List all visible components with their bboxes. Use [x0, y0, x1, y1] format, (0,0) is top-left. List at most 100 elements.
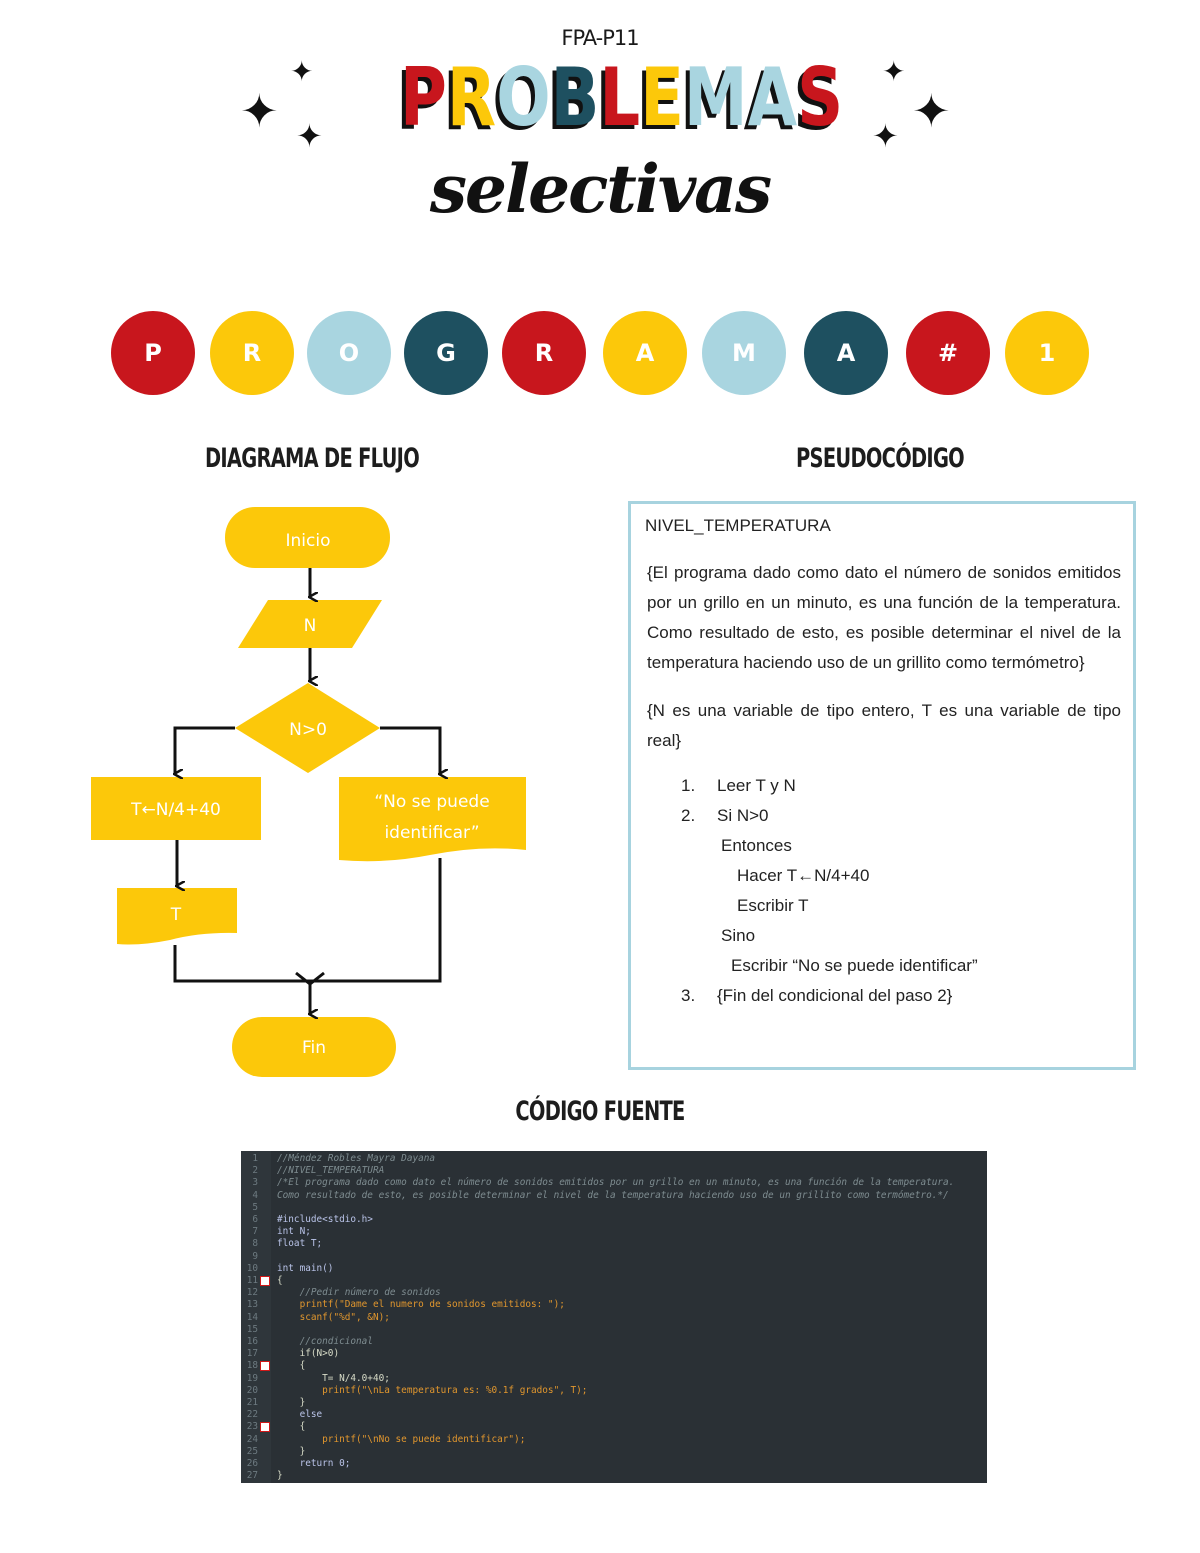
badge-letter: A — [836, 339, 856, 367]
badge-letter: A — [635, 339, 655, 367]
code-line: 14 scanf("%d", &N); — [241, 1312, 987, 1324]
code-line: 27} — [241, 1470, 987, 1482]
line-number: 27 — [246, 1470, 258, 1482]
code-text: printf("\nNo se puede identificar"); — [277, 1433, 526, 1445]
decision-diamond — [235, 683, 380, 773]
code-line: 19 T= N/4.0+40; — [241, 1373, 987, 1385]
logo-letter: M — [683, 51, 748, 144]
line-number: 12 — [246, 1287, 258, 1299]
else-output-label-1: “No se puede — [374, 792, 489, 812]
logo-letter: O — [496, 51, 551, 144]
code-text: else — [277, 1409, 323, 1421]
step-row: Hacer T←N/4+40 — [631, 862, 1133, 892]
code-text: float T; — [277, 1238, 323, 1250]
code-text: printf("\nLa temperatura es: %0.1f grado… — [277, 1384, 588, 1396]
pseudocode-title: PSEUDOCÓDIGO — [796, 443, 965, 474]
badge-letter: R — [242, 339, 262, 367]
line-number: 15 — [246, 1323, 258, 1335]
step-text: {Fin del condicional del paso 2} — [717, 986, 953, 1005]
code-text: //Pedir número de sonidos — [277, 1287, 441, 1299]
logo-letter: B — [550, 51, 600, 144]
program-badge: # — [906, 311, 990, 395]
algorithm-description: {El programa dado como dato el número de… — [647, 563, 1121, 672]
line-number: 16 — [246, 1336, 258, 1347]
line-number: 5 — [252, 1201, 258, 1213]
step-row: 2. Si N>0 — [631, 802, 1133, 832]
line-number: 7 — [252, 1226, 258, 1238]
code-text: } — [277, 1445, 306, 1457]
code-text: //NIVEL_TEMPERATURA — [277, 1165, 385, 1177]
end-label: Fin — [302, 1038, 326, 1058]
line-number: 11 — [246, 1275, 258, 1286]
badge-letter: O — [338, 339, 360, 367]
step-text: Escribir “No se puede identificar” — [731, 956, 978, 975]
code-line: 2//NIVEL_TEMPERATURA — [241, 1165, 987, 1177]
badge-letter: R — [534, 339, 554, 367]
logo-letter: A — [747, 51, 798, 144]
code-text: { — [277, 1275, 283, 1286]
line-number: 1 — [252, 1153, 258, 1164]
code-line: 17 if(N>0) — [241, 1348, 987, 1360]
line-number: 3 — [252, 1177, 258, 1189]
flowchart: Inicio N N>0 T←N/4+40 “No se puede ident… — [91, 507, 526, 1077]
code-text: scanf("%d", &N); — [277, 1311, 390, 1323]
fold-marker-icon[interactable] — [260, 1276, 270, 1286]
program-badge: A — [804, 311, 888, 395]
code-text: T= N/4.0+40; — [277, 1372, 390, 1384]
step-text: Sino — [721, 926, 756, 945]
code-line: 15 — [241, 1324, 987, 1336]
code-text: //condicional — [277, 1336, 373, 1347]
fold-marker-icon[interactable] — [260, 1361, 270, 1372]
start-terminal — [225, 507, 390, 568]
program-badge: G — [404, 311, 488, 395]
program-badge: A — [603, 311, 687, 395]
algorithm-name: NIVEL_TEMPERATURA — [645, 516, 831, 535]
badge-letter: G — [436, 339, 456, 367]
line-number: 23 — [246, 1421, 258, 1433]
code-text: if(N>0) — [277, 1348, 340, 1360]
program-badge: R — [210, 311, 294, 395]
output-document — [117, 888, 237, 945]
code-line: 21 } — [241, 1397, 987, 1409]
logo-letter: S — [797, 51, 844, 144]
badge-letter: 1 — [1038, 339, 1056, 367]
line-number: 25 — [246, 1445, 258, 1457]
document-code: FPA-P11 — [561, 26, 639, 50]
input-parallelogram — [238, 600, 382, 648]
step-text: Hacer T←N/4+40 — [737, 866, 870, 885]
else-output-label-2: identificar” — [384, 823, 479, 843]
sparkle-icon: ✦ — [872, 118, 899, 154]
line-number: 26 — [246, 1458, 258, 1469]
code-line: 3 /*El programa dado como dato el número … — [241, 1177, 987, 1189]
code-text: /*El programa dado como dato el número d… — [277, 1177, 955, 1189]
code-line: 16 //condicional — [241, 1336, 987, 1348]
step-number: 2. — [681, 806, 696, 825]
code-line: 1//Méndez Robles Mayra Dayana — [241, 1153, 987, 1165]
fold-marker-icon[interactable] — [260, 1422, 270, 1433]
logo-letter: L — [599, 51, 641, 144]
flowchart-title: DIAGRAMA DE FLUJO — [204, 443, 420, 474]
program-badge: 1 — [1005, 311, 1089, 395]
line-number: 20 — [246, 1384, 258, 1396]
line-number: 14 — [246, 1311, 258, 1323]
line-number: 4 — [252, 1189, 258, 1201]
program-badge: R — [502, 311, 586, 395]
code-text: int N; — [277, 1226, 311, 1238]
output-label: T — [170, 905, 182, 925]
code-text: } — [277, 1397, 306, 1408]
assign-label: T←N/4+40 — [130, 800, 221, 820]
code-text: Como resultado de esto, es posible deter… — [277, 1189, 949, 1201]
step-text: Si N>0 — [717, 806, 769, 825]
sparkle-icon: ✦ — [290, 56, 314, 87]
code-line: 4 Como resultado de esto, es posible dete… — [241, 1190, 987, 1202]
program-badge: M — [702, 311, 786, 395]
code-line: 23 { — [241, 1421, 987, 1433]
line-number: 8 — [252, 1238, 258, 1250]
start-label: Inicio — [286, 531, 331, 551]
sparkle-icon: ✦ — [882, 56, 906, 87]
line-number: 9 — [252, 1250, 258, 1262]
code-line: 26 return 0; — [241, 1458, 987, 1470]
code-line: 25 } — [241, 1446, 987, 1458]
badge-letter: P — [144, 339, 162, 367]
